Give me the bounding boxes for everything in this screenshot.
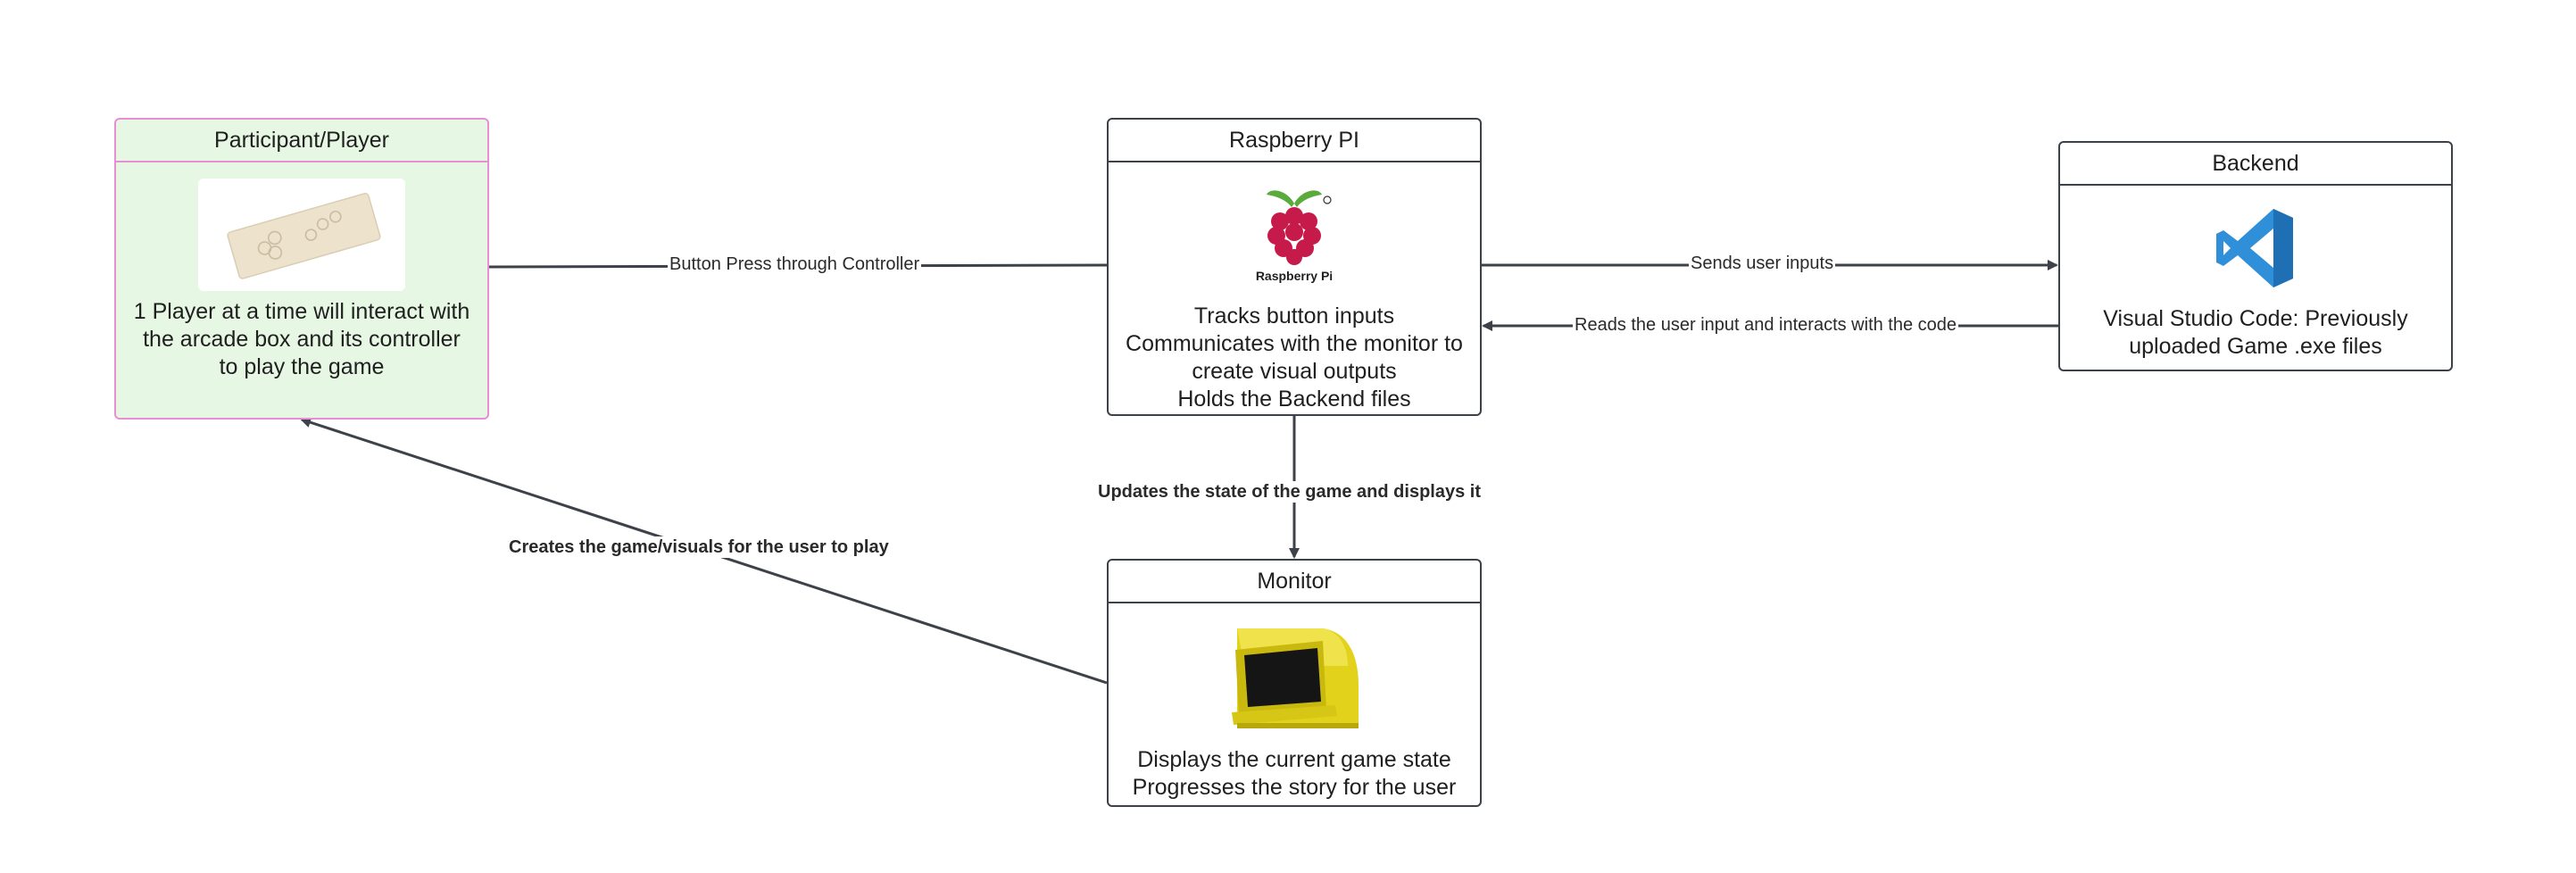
- raspberry-pi-logo-icon: Raspberry Pi: [1250, 184, 1339, 283]
- player-node-description: 1 Player at a time will interact with th…: [116, 298, 487, 381]
- monitor-node: Monitor Displays the current game state …: [1107, 559, 1482, 807]
- monitor-node-title: Monitor: [1109, 561, 1480, 603]
- edge-label-updates-state: Updates the state of the game and displa…: [1096, 481, 1483, 503]
- raspberry-pi-line: Tracks button inputs: [1193, 303, 1395, 328]
- raspberry-pi-node: Raspberry PI Raspberry Pi Tracks button …: [1107, 118, 1482, 416]
- player-line: the arcade box and its controller: [143, 327, 461, 352]
- raspberry-pi-logo-text: Raspberry Pi: [1255, 269, 1334, 283]
- raspberry-pi-line: create visual outputs: [1192, 359, 1397, 384]
- edge-label-sends-inputs: Sends user inputs: [1689, 253, 1836, 274]
- arcade-controller-icon: [198, 179, 405, 291]
- edge-label-reads-inputs: Reads the user input and interacts with …: [1573, 314, 1959, 336]
- backend-node: Backend Visual Studio Code: Previously u…: [2058, 141, 2453, 371]
- edge-label-button-press: Button Press through Controller: [668, 254, 922, 275]
- monitor-line: Progresses the story for the user: [1132, 775, 1457, 800]
- raspberry-pi-line: Holds the Backend files: [1177, 387, 1411, 412]
- player-node-title: Participant/Player: [116, 120, 487, 162]
- backend-line: Visual Studio Code: Previously: [2103, 306, 2408, 331]
- player-line: 1 Player at a time will interact with: [133, 299, 470, 324]
- vscode-logo-icon: [2211, 204, 2300, 293]
- player-line: to play the game: [219, 354, 385, 379]
- monitor-node-description: Displays the current game state Progress…: [1109, 746, 1480, 802]
- backend-node-description: Visual Studio Code: Previously uploaded …: [2060, 305, 2451, 361]
- raspberry-pi-line: Communicates with the monitor to: [1126, 331, 1463, 356]
- raspberry-pi-node-description: Tracks button inputs Communicates with t…: [1109, 303, 1480, 413]
- backend-line: uploaded Game .exe files: [2129, 334, 2382, 359]
- arcade-cabinet-icon: [1223, 623, 1366, 732]
- edge-label-creates-game: Creates the game/visuals for the user to…: [507, 536, 891, 558]
- backend-node-title: Backend: [2060, 143, 2451, 186]
- monitor-line: Displays the current game state: [1137, 747, 1451, 772]
- raspberry-pi-node-title: Raspberry PI: [1109, 120, 1480, 162]
- player-node: Participant/Player 1 Player at a time wi…: [114, 118, 489, 420]
